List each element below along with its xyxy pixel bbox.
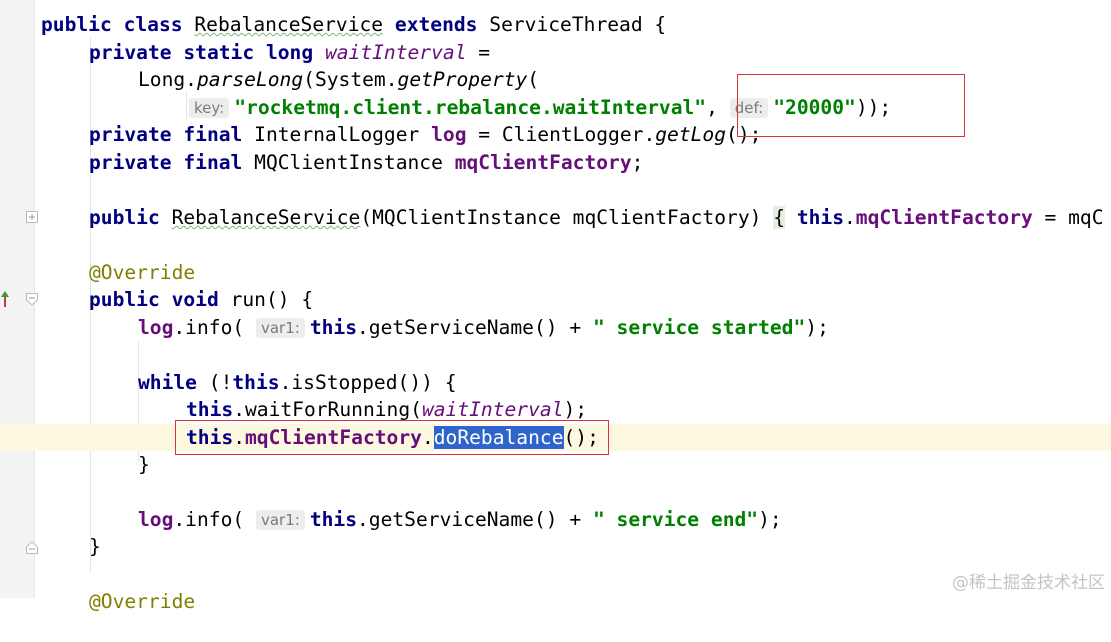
code-text: = xyxy=(466,41,491,64)
folded-brace[interactable]: { xyxy=(773,206,786,229)
code-text: = ClientLogger. xyxy=(466,123,656,146)
code-text: .waitForRunning( xyxy=(233,398,422,421)
watermark: @稀土掘金技术社区 xyxy=(952,573,1105,593)
keyword: public class xyxy=(41,13,195,36)
code-line: log.info( var1:this.getServiceName() + "… xyxy=(0,314,1111,341)
code-text: } xyxy=(138,453,150,476)
param-hint: var1: xyxy=(255,318,305,338)
indent-guide xyxy=(90,38,91,573)
code-text: ServiceThread { xyxy=(477,13,667,36)
code-text: .getServiceName() + xyxy=(357,508,593,531)
field-name: log xyxy=(138,508,174,531)
code-text: .info( xyxy=(173,508,256,531)
constructor-name: RebalanceService xyxy=(171,206,361,229)
param-hint: var1: xyxy=(255,510,305,530)
code-text: ; xyxy=(631,151,644,174)
field-name: mqClientFactory xyxy=(454,151,632,174)
string-literal: "rocketmq.client.rebalance.waitInterval" xyxy=(234,96,707,119)
code-text: )); xyxy=(855,96,892,119)
static-field: waitInterval xyxy=(324,41,467,64)
code-line: private static long waitInterval = xyxy=(0,39,1111,66)
space xyxy=(785,206,797,229)
param-hint: key: xyxy=(189,98,230,118)
code-line: key:"rocketmq.client.rebalance.waitInter… xyxy=(0,94,1111,121)
code-line: } xyxy=(0,451,1111,478)
code-text: .isStopped()) { xyxy=(279,371,457,394)
code-text: InternalLogger xyxy=(254,123,432,146)
code-line: @Override xyxy=(0,588,1111,615)
code-text: , xyxy=(706,96,730,119)
code-text: (! xyxy=(196,371,233,394)
code-text: ); xyxy=(563,398,588,421)
highlight-box-default-value xyxy=(737,74,965,137)
field-name: log xyxy=(431,123,467,146)
code-line: while (!this.isStopped()) { xyxy=(0,369,1111,396)
code-text: . xyxy=(421,426,434,449)
selected-method-name[interactable]: doRebalance xyxy=(433,426,564,449)
code-text: .getServiceName() + xyxy=(357,316,593,339)
code-line: Long.parseLong(System.getProperty( xyxy=(0,66,1111,93)
code-text: ); xyxy=(758,508,782,531)
code-text: (); xyxy=(563,426,599,449)
space xyxy=(383,13,395,36)
static-field: waitInterval xyxy=(421,398,564,421)
keyword: this xyxy=(796,206,844,229)
keyword: this xyxy=(186,426,234,449)
keyword: private static long xyxy=(89,41,325,64)
string-literal: " service started" xyxy=(592,316,806,339)
keyword: this xyxy=(309,508,357,531)
code-text: } xyxy=(89,535,101,558)
code-text: . xyxy=(844,206,856,229)
code-text: . xyxy=(233,426,245,449)
code-text: (MQClientInstance mqClientFactory) xyxy=(360,206,774,229)
keyword: while xyxy=(138,371,197,394)
code-line: private final MQClientInstance mqClientF… xyxy=(0,149,1111,176)
code-text: (); xyxy=(726,123,762,146)
code-line: public void run() { xyxy=(0,286,1111,313)
override-method-icon[interactable] xyxy=(0,290,10,308)
code-line: log.info( var1:this.getServiceName() + "… xyxy=(0,506,1111,533)
code-text: (System. xyxy=(303,68,398,91)
indent-guide xyxy=(138,342,139,462)
field-name: mqClientFactory xyxy=(244,426,422,449)
method-name: parseLong xyxy=(196,68,304,91)
string-literal: " service end" xyxy=(592,508,759,531)
code-text: .info( xyxy=(173,316,256,339)
fold-marker-icon[interactable] xyxy=(26,293,38,306)
field-name: log xyxy=(138,316,174,339)
field-name: mqClientFactory xyxy=(855,206,1033,229)
indent-guide xyxy=(186,92,187,120)
keyword: this xyxy=(232,371,280,394)
current-code-line[interactable]: this.mqClientFactory.doRebalance(); xyxy=(0,424,1111,451)
annotation: @Override xyxy=(89,590,196,613)
code-text: run() { xyxy=(230,288,314,311)
code-text: ); xyxy=(805,316,829,339)
fold-marker-icon[interactable] xyxy=(26,541,38,554)
annotation: @Override xyxy=(89,261,196,284)
method-name: getLog xyxy=(655,123,727,146)
code-line: @Override xyxy=(0,259,1111,286)
code-line: public class RebalanceService extends Se… xyxy=(0,11,1111,38)
string-literal: "20000" xyxy=(773,96,856,119)
fold-marker-icon[interactable] xyxy=(26,211,38,223)
keyword: private final xyxy=(89,151,255,174)
keyword: extends xyxy=(394,13,478,36)
code-line: } xyxy=(0,533,1111,560)
code-text: MQClientInstance xyxy=(254,151,455,174)
code-line: private final InternalLogger log = Clien… xyxy=(0,121,1111,148)
code-text: = mqC xyxy=(1032,206,1104,229)
keyword: private final xyxy=(89,123,255,146)
code-text: Long. xyxy=(138,68,197,91)
keyword: this xyxy=(309,316,357,339)
code-line: this.waitForRunning(waitInterval); xyxy=(0,396,1111,423)
highlight-box-do-rebalance xyxy=(175,420,609,455)
code-line: public RebalanceService(MQClientInstance… xyxy=(0,204,1111,231)
code-text: ( xyxy=(527,68,540,91)
method-name: getProperty xyxy=(397,68,528,91)
param-hint: def: xyxy=(729,98,769,118)
keyword: public void xyxy=(89,288,231,311)
keyword: public xyxy=(89,206,172,229)
class-name: RebalanceService xyxy=(194,13,384,36)
keyword: this xyxy=(186,398,234,421)
